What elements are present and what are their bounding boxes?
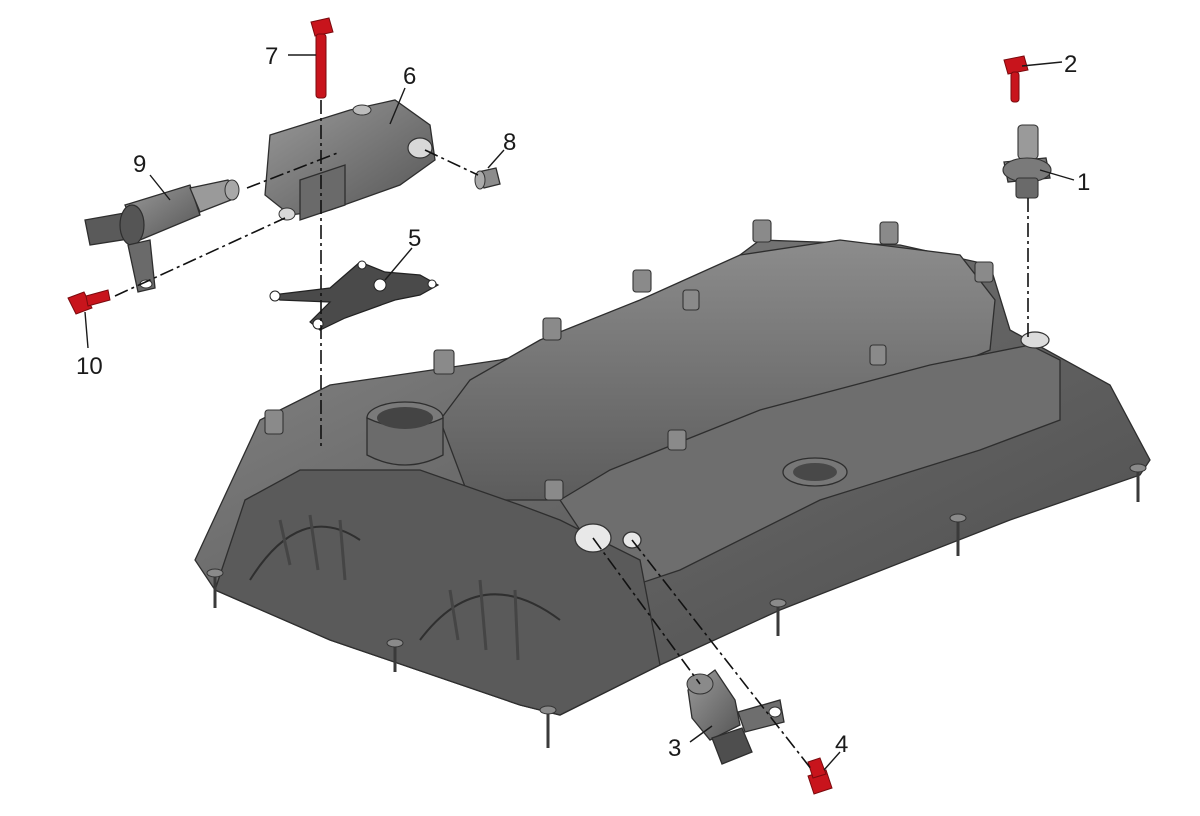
callout-labels: 7 2 1 6 5 8 9 10 3 4 xyxy=(76,43,1090,762)
part-5-gasket xyxy=(269,260,440,331)
part-4-bolt xyxy=(807,757,833,795)
part-6-solenoid-housing xyxy=(264,99,436,221)
part-3-lower-solenoid xyxy=(686,669,785,765)
callout-7: 7 xyxy=(265,43,278,70)
part-1-sensor xyxy=(1002,124,1052,199)
callout-2: 2 xyxy=(1064,51,1077,78)
callout-3: 3 xyxy=(668,735,681,762)
callout-10: 10 xyxy=(76,353,103,380)
valve-cover-housing xyxy=(194,219,1151,748)
callout-5: 5 xyxy=(408,225,421,252)
callout-8: 8 xyxy=(503,129,516,156)
part-8-plug xyxy=(474,167,501,190)
leader-lines xyxy=(84,54,1075,771)
part-9-oil-control-solenoid xyxy=(84,179,240,293)
callout-6: 6 xyxy=(403,63,416,90)
part-7-long-bolt xyxy=(310,17,334,99)
callout-1: 1 xyxy=(1077,169,1090,196)
callout-4: 4 xyxy=(835,731,848,758)
part-10-bolt xyxy=(67,289,111,315)
part-2-bolt xyxy=(1003,55,1029,103)
callout-9: 9 xyxy=(133,151,146,178)
assembly-lines xyxy=(114,100,1029,771)
